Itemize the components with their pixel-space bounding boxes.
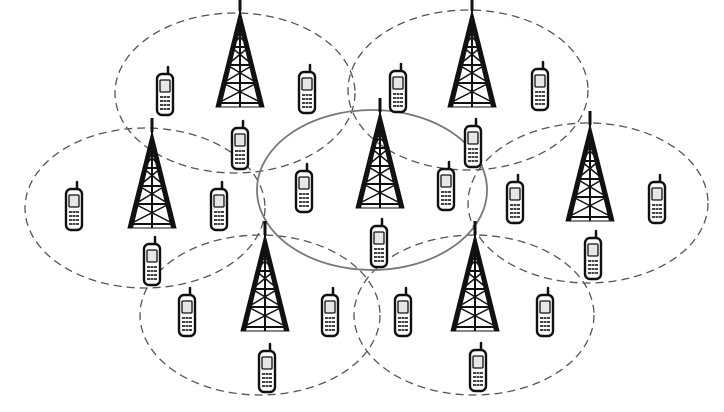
mobile-phone-icon: [535, 286, 555, 338]
mobile-phone-icon: [142, 235, 162, 287]
mobile-phone-icon: [468, 341, 488, 393]
cell-boundary-top-left: [114, 12, 356, 174]
towers: [126, 0, 616, 333]
mobile-phone-icon: [297, 63, 317, 115]
mobile-phone-icon: [257, 342, 277, 394]
cell-tower-icon: [354, 96, 406, 210]
cell-boundary-middle-left: [24, 127, 266, 289]
phones: [64, 60, 667, 394]
mobile-phone-icon: [388, 62, 408, 114]
mobile-phone-icon: [230, 119, 250, 171]
mobile-phone-icon: [647, 173, 667, 225]
mobile-phone-icon: [209, 180, 229, 232]
mobile-phone-icon: [177, 286, 197, 338]
cell-tower-icon: [126, 116, 178, 230]
cell-tower-icon: [239, 219, 291, 333]
mobile-phone-icon: [393, 286, 413, 338]
mobile-phone-icon: [583, 229, 603, 281]
cell-tower-icon: [214, 0, 266, 109]
cell-boundary-bottom-left: [139, 234, 381, 396]
mobile-phone-icon: [463, 117, 483, 169]
cell-tower-icon: [446, 0, 498, 109]
mobile-phone-icon: [294, 162, 314, 214]
cell-boundary-top-right: [347, 9, 589, 171]
mobile-phone-icon: [436, 160, 456, 212]
mobile-phone-icon: [530, 60, 550, 112]
cell-tower-icon: [449, 219, 501, 333]
mobile-phone-icon: [505, 173, 525, 225]
mobile-phone-icon: [155, 65, 175, 117]
cell-boundary-middle-right: [467, 122, 709, 284]
cell-boundary-center: [256, 109, 488, 271]
mobile-phone-icon: [320, 286, 340, 338]
mobile-phone-icon: [369, 217, 389, 269]
mobile-phone-icon: [64, 180, 84, 232]
cell-boundaries: [24, 9, 709, 396]
